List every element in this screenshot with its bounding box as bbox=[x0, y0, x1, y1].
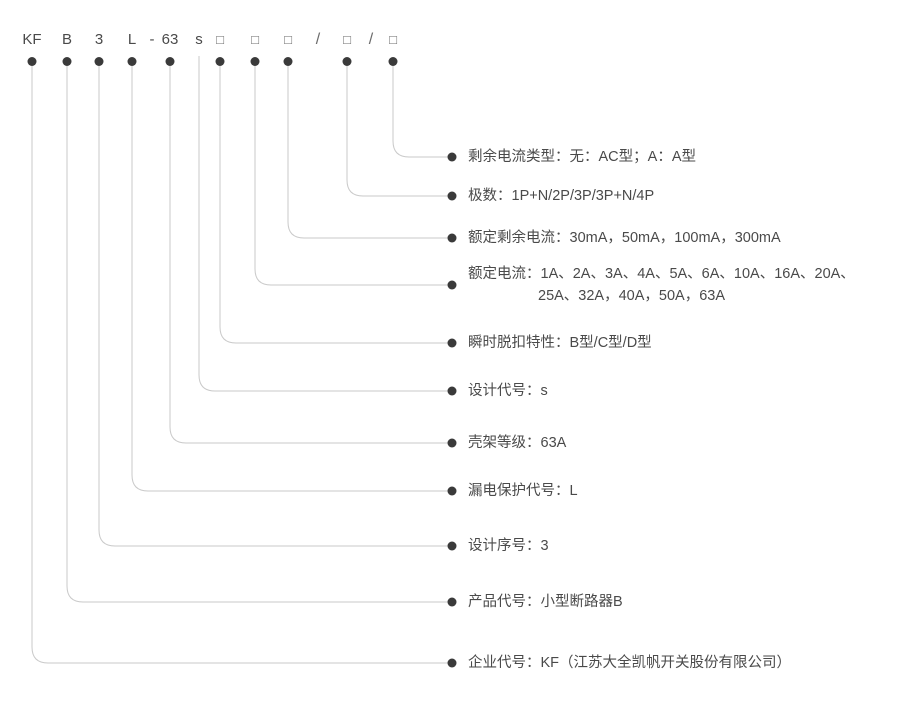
code-segment-4: - bbox=[149, 31, 155, 48]
callout-text-design-sequence-number: 设计序号：3 bbox=[468, 538, 549, 554]
callout-end-dot-design-sequence-number bbox=[447, 541, 457, 551]
code-segment-2: 3 bbox=[94, 31, 104, 48]
code-node-dot-1 bbox=[62, 57, 72, 66]
callout-end-dot-instantaneous-trip-characteristic bbox=[447, 338, 457, 348]
callout-end-dot-enterprise-code bbox=[447, 658, 457, 668]
callout-text-residual-current-type: 剩余电流类型：无：AC型；A：A型 bbox=[468, 149, 696, 165]
callout-text-rated-residual-current: 额定剩余电流：30mA，50mA，100mA，300mA bbox=[468, 230, 781, 246]
leader-line-design-code bbox=[198, 62, 448, 392]
callout-end-dot-design-code bbox=[447, 386, 457, 396]
callout-text-leakage-protection-code: 漏电保护代号：L bbox=[468, 483, 578, 499]
code-segment-6: s bbox=[195, 31, 203, 48]
code-node-dot-9 bbox=[283, 57, 293, 66]
callout-text-design-code: 设计代号：s bbox=[468, 383, 548, 399]
code-segment-12: / bbox=[368, 31, 374, 48]
callout-leakage-protection-code: 漏电保护代号：L bbox=[468, 480, 578, 502]
code-node-dot-11 bbox=[342, 57, 352, 66]
callout-end-dot-residual-current-type bbox=[447, 152, 457, 162]
code-segment-1: B bbox=[61, 31, 73, 48]
code-node-dot-2 bbox=[94, 57, 104, 66]
leader-line-instantaneous-trip-characteristic bbox=[219, 62, 448, 344]
callout-text-enterprise-code: 企业代号：KF（江苏大全凯帆开关股份有限公司） bbox=[468, 655, 792, 671]
code-segment-5: 63 bbox=[161, 31, 179, 48]
code-node-dot-0 bbox=[27, 57, 37, 66]
code-node-dot-7 bbox=[215, 57, 225, 66]
leader-line-product-code bbox=[66, 62, 448, 603]
callout-enterprise-code: 企业代号：KF（江苏大全凯帆开关股份有限公司） bbox=[468, 652, 791, 674]
callout-text-instantaneous-trip-characteristic: 瞬时脱扣特性：B型/C型/D型 bbox=[468, 335, 652, 351]
callout-text-rated-current: 额定电流：1A、2A、3A、4A、5A、6A、10A、16A、20A、 bbox=[468, 266, 855, 282]
code-segment-0: KF bbox=[22, 31, 42, 48]
callout-end-dot-pole-number bbox=[447, 191, 457, 201]
leader-line-rated-residual-current bbox=[287, 62, 448, 239]
code-segment-10: / bbox=[315, 31, 321, 48]
leader-line-pole-number bbox=[346, 62, 448, 197]
leader-line-enterprise-code bbox=[31, 62, 448, 664]
code-node-dot-3 bbox=[127, 57, 137, 66]
callout-text-frame-rating: 壳架等级：63A bbox=[468, 435, 567, 451]
callout-end-dot-rated-current bbox=[447, 280, 457, 290]
callout-end-dot-frame-rating bbox=[447, 438, 457, 448]
code-node-dot-5 bbox=[165, 57, 175, 66]
code-node-dot-8 bbox=[250, 57, 260, 66]
leader-line-residual-current-type bbox=[392, 62, 448, 158]
callout-end-dot-product-code bbox=[447, 597, 457, 607]
callout-end-dot-leakage-protection-code bbox=[447, 486, 457, 496]
code-segment-11: □ bbox=[343, 32, 351, 47]
code-segment-7: □ bbox=[216, 32, 224, 47]
callout-product-code: 产品代号：小型断路器B bbox=[468, 591, 623, 613]
callout-frame-rating: 壳架等级：63A bbox=[468, 432, 566, 454]
code-segment-13: □ bbox=[389, 32, 397, 47]
code-segment-8: □ bbox=[251, 32, 259, 47]
callout-instantaneous-trip-characteristic: 瞬时脱扣特性：B型/C型/D型 bbox=[468, 332, 652, 354]
callout-end-dot-rated-residual-current bbox=[447, 233, 457, 243]
callout-pole-number: 极数：1P+N/2P/3P/3P+N/4P bbox=[468, 185, 654, 207]
code-segment-3: L bbox=[127, 31, 137, 48]
callout-text-line2-rated-current: 25A、32A，40A，50A，63A bbox=[538, 288, 725, 304]
callout-residual-current-type: 剩余电流类型：无：AC型；A：A型 bbox=[468, 146, 696, 168]
code-node-dot-13 bbox=[388, 57, 398, 66]
leader-line-frame-rating bbox=[169, 62, 448, 444]
callout-text-product-code: 产品代号：小型断路器B bbox=[468, 594, 623, 610]
callout-text-pole-number: 极数：1P+N/2P/3P/3P+N/4P bbox=[468, 188, 655, 204]
callout-rated-residual-current: 额定剩余电流：30mA，50mA，100mA，300mA bbox=[468, 227, 781, 249]
callout-design-code: 设计代号：s bbox=[468, 380, 548, 402]
code-segment-9: □ bbox=[284, 32, 292, 47]
callout-design-sequence-number: 设计序号：3 bbox=[468, 535, 549, 557]
leader-line-rated-current bbox=[254, 62, 448, 286]
leader-line-design-sequence-number bbox=[98, 62, 448, 547]
callout-rated-current: 额定电流：1A、2A、3A、4A、5A、6A、10A、16A、20A、 25A、3… bbox=[468, 263, 855, 307]
leader-line-leakage-protection-code bbox=[131, 62, 448, 492]
